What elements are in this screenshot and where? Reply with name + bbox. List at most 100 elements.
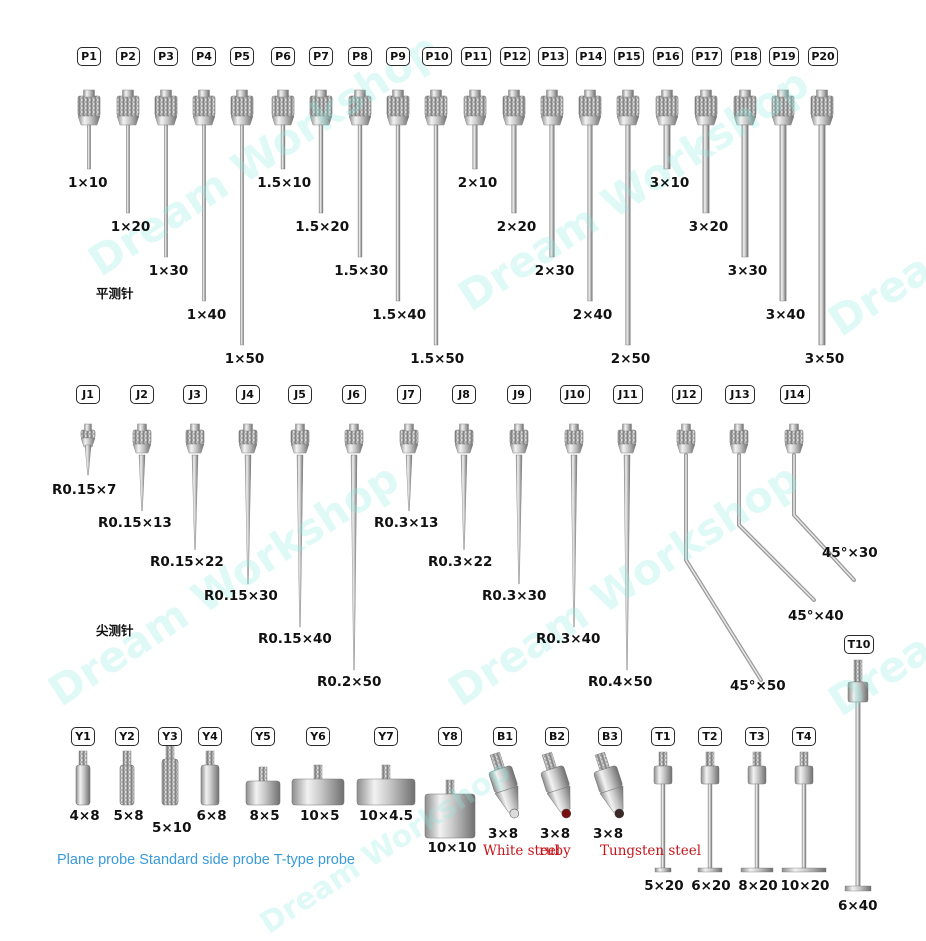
flat-probe-p4 xyxy=(192,89,216,302)
probe-tag-p8: P8 xyxy=(348,47,372,66)
size-label-y3: 5×10 xyxy=(152,820,192,836)
size-label-t2: 6×20 xyxy=(691,878,731,894)
tip-probe-j5 xyxy=(290,423,310,628)
flat-probe-p20 xyxy=(810,89,834,346)
plane-probe-y2 xyxy=(119,750,135,806)
flat-probe-section-label: 平测针 xyxy=(96,286,134,301)
probe-tag-p1: P1 xyxy=(77,47,101,66)
size-label-j11: R0.4×50 xyxy=(588,674,653,690)
probe-tag-b3: B3 xyxy=(598,727,622,746)
probe-tag-p5: P5 xyxy=(230,47,254,66)
tip-probe-j3 xyxy=(185,423,205,550)
tip-probe-j9 xyxy=(509,423,529,585)
size-label-j7: R0.3×13 xyxy=(374,514,439,531)
probe-tag-y7: Y7 xyxy=(374,727,398,746)
flat-probe-p18 xyxy=(733,89,757,258)
size-label-t4: 10×20 xyxy=(780,878,830,894)
probe-tag-p17: P17 xyxy=(692,47,722,66)
plane-probe-y3 xyxy=(161,744,179,806)
flat-probe-p8 xyxy=(348,89,372,258)
size-label-p9: 1.5×40 xyxy=(372,307,427,323)
probe-tag-p10: P10 xyxy=(422,47,452,66)
size-label-j13: 45°×40 xyxy=(788,608,844,624)
size-label-p12: 2×20 xyxy=(496,219,537,235)
t-probe-t10 xyxy=(844,659,872,892)
probe-tag-t1: T1 xyxy=(651,727,675,746)
probe-tag-j1: J1 xyxy=(76,385,100,404)
probe-tag-j10: J10 xyxy=(560,385,590,404)
tip-probe-j12 xyxy=(676,423,763,682)
plane-probe-y5 xyxy=(245,766,281,806)
size-label-j2: R0.15×13 xyxy=(98,514,172,531)
size-label-p8: 1.5×30 xyxy=(334,263,389,279)
probe-tag-j14: J14 xyxy=(780,385,810,404)
size-label-j14: 45°×30 xyxy=(822,545,878,561)
probe-tag-p19: P19 xyxy=(769,47,799,66)
probe-tag-p7: P7 xyxy=(309,47,333,66)
size-label-p20: 3×50 xyxy=(804,351,845,367)
size-label-b2: 3×8 xyxy=(540,826,571,842)
probe-tag-p20: P20 xyxy=(808,47,838,66)
flat-probe-p5 xyxy=(230,89,254,346)
ball-probe-b2 xyxy=(540,751,572,819)
size-label-j4: R0.15×30 xyxy=(204,588,278,604)
probe-tag-p12: P12 xyxy=(500,47,530,66)
size-label-j5: R0.15×40 xyxy=(258,631,332,647)
size-label-j10: R0.3×40 xyxy=(536,631,601,647)
probe-tag-p14: P14 xyxy=(576,47,606,66)
probe-tag-j8: J8 xyxy=(452,385,476,404)
size-label-p7: 1.5×20 xyxy=(295,219,350,235)
flat-probe-p12 xyxy=(502,89,526,214)
probe-tag-b2: B2 xyxy=(545,727,569,746)
size-label-t3: 8×20 xyxy=(738,878,778,894)
size-label-j8: R0.3×22 xyxy=(428,553,493,570)
t-probe-t2 xyxy=(697,751,723,873)
size-label-b1: 3×8 xyxy=(488,826,519,842)
probe-tag-p18: P18 xyxy=(731,47,761,66)
t-probe-t3 xyxy=(740,751,774,873)
size-label-j9: R0.3×30 xyxy=(482,588,547,604)
probe-tag-y2: Y2 xyxy=(115,727,139,746)
size-label-y8: 10×10 xyxy=(427,840,477,856)
size-label-j6: R0.2×50 xyxy=(317,674,382,690)
size-label-p18: 3×30 xyxy=(727,263,768,279)
flat-probe-p13 xyxy=(540,89,564,258)
size-label-y4: 6×8 xyxy=(196,808,227,824)
probe-tag-j12: J12 xyxy=(672,385,702,404)
tip-probe-j4 xyxy=(238,423,258,585)
size-label-p1: 1×10 xyxy=(68,175,108,191)
probe-tag-j3: J3 xyxy=(183,385,207,404)
flat-probe-p15 xyxy=(616,89,640,346)
probe-tag-j4: J4 xyxy=(236,385,260,404)
flat-probe-p1 xyxy=(77,89,101,170)
material-label-b3: Tungsten steel xyxy=(600,843,702,859)
flat-probe-p2 xyxy=(116,89,140,214)
probe-tag-y4: Y4 xyxy=(198,727,222,746)
size-label-t10: 6×40 xyxy=(838,898,878,914)
size-label-p5: 1×50 xyxy=(224,351,265,367)
tip-probe-j1 xyxy=(80,423,96,476)
size-label-p17: 3×20 xyxy=(688,219,729,235)
probe-tag-b1: B1 xyxy=(493,727,517,746)
tip-probe-j14 xyxy=(784,423,856,582)
probe-type-caption: Plane probe Standard side probe T-type p… xyxy=(57,852,355,868)
size-label-p15: 2×50 xyxy=(610,351,651,367)
probe-tag-p3: P3 xyxy=(154,47,178,66)
probe-tag-j9: J9 xyxy=(507,385,531,404)
probe-tag-j11: J11 xyxy=(613,385,643,404)
t-probe-t4 xyxy=(781,751,827,873)
flat-probe-p19 xyxy=(771,89,795,302)
tip-probe-j8 xyxy=(454,423,474,550)
size-label-t1: 5×20 xyxy=(644,878,684,894)
tip-probe-j6 xyxy=(344,423,364,671)
size-label-j1: R0.15×7 xyxy=(52,482,117,498)
size-label-p19: 3×40 xyxy=(765,307,806,323)
size-label-p4: 1×40 xyxy=(186,307,227,323)
flat-probe-p16 xyxy=(655,89,679,170)
material-label-b2: ruby xyxy=(539,843,571,859)
probe-tag-j6: J6 xyxy=(342,385,366,404)
flat-probe-p9 xyxy=(386,89,410,302)
probe-tag-t10: T10 xyxy=(844,635,874,654)
probe-tag-p13: P13 xyxy=(538,47,568,66)
probe-tag-p6: P6 xyxy=(271,47,295,66)
